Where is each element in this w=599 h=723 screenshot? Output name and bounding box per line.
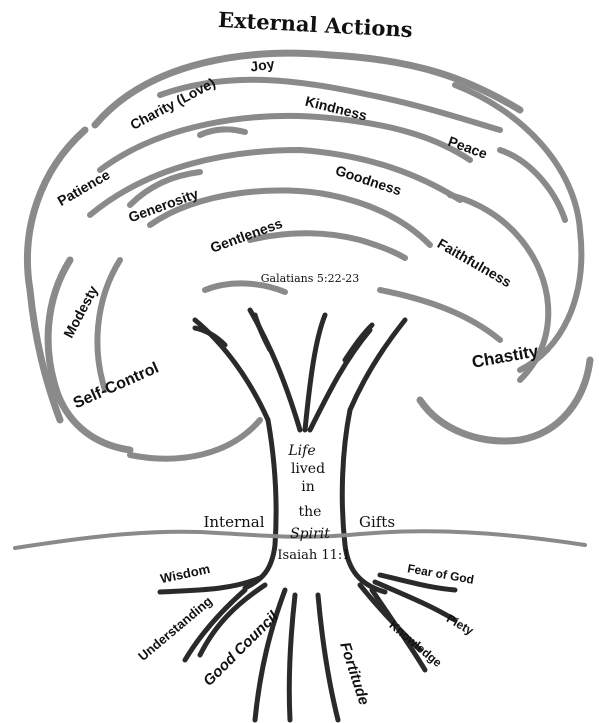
trunk-left-edge xyxy=(245,420,276,588)
fruit-faithfulness: Faithfulness xyxy=(435,235,515,290)
ground-label-gifts: Gifts xyxy=(359,513,395,531)
crown-arc-3 xyxy=(100,116,470,170)
trunk-text: Life lived in the Spirit Isaiah 11:1 xyxy=(277,443,350,563)
crown-arc-right-low xyxy=(420,360,590,441)
reference-galatians: Galatians 5:22-23 xyxy=(261,272,360,285)
ground-label-internal: Internal xyxy=(203,513,264,531)
crown-arc-left-inner-2 xyxy=(97,260,120,390)
trunk-line-3: in xyxy=(301,479,315,495)
branch-twig-right xyxy=(345,325,372,360)
crown-arc-6 xyxy=(250,233,405,258)
gift-fortitude: Fortitude xyxy=(336,640,372,707)
trunk-reference: Isaiah 11:1 xyxy=(277,548,350,563)
fruit-self-control: Self-Control xyxy=(71,360,162,413)
crown-arc-top-small xyxy=(200,129,245,135)
trunk-line-4: the xyxy=(299,504,322,520)
title: External Actions xyxy=(218,7,414,42)
trunk-line-5: Spirit xyxy=(290,526,330,542)
fruit-joy: Joy xyxy=(249,55,275,74)
crown-arc-outer-left xyxy=(27,130,85,420)
trunk-line-2: lived xyxy=(291,461,325,477)
trunk-right-edge xyxy=(342,410,385,592)
crown-arc-outer-right xyxy=(455,85,581,370)
root-good-council-2 xyxy=(289,595,295,720)
branch-mid xyxy=(305,315,325,430)
crown-arc-bottom-left xyxy=(130,420,260,459)
gift-knowledge: Knowledge xyxy=(387,618,445,670)
gift-wisdom: Wisdom xyxy=(159,561,211,586)
trunk-line-1: Life xyxy=(287,443,315,459)
branch-twig-mid xyxy=(255,315,270,350)
branch-left-main xyxy=(195,320,268,420)
root-fortitude xyxy=(318,595,338,720)
branch-right-outer xyxy=(350,320,405,410)
gift-piety: Piety xyxy=(444,611,476,638)
